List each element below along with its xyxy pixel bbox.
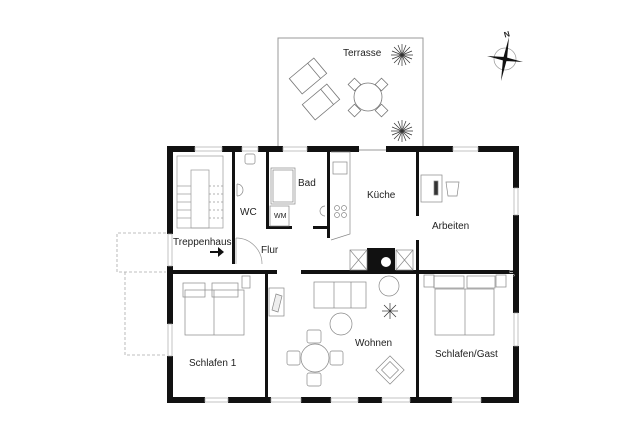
bathtub-icon — [270, 167, 296, 205]
staircase-icon — [176, 155, 224, 229]
watermark: www.grundriss.com — [509, 236, 515, 292]
plant-icon — [382, 303, 398, 319]
room-label-wohnen: Wohnen — [355, 338, 393, 349]
room-label-terrasse: Terrasse — [343, 48, 382, 59]
room-label-arbeiten: Arbeiten — [432, 221, 470, 232]
door-swing — [235, 237, 263, 265]
living-room-furniture — [268, 275, 405, 387]
room-label-schlafen1: Schlafen 1 — [189, 358, 237, 369]
double-bed-icon — [182, 275, 251, 336]
kitchen-cabinets — [349, 249, 414, 271]
windows — [167, 146, 519, 403]
room-label-wc: WC — [240, 207, 257, 218]
kitchen-counter-icon — [330, 151, 351, 241]
sink-icon — [319, 205, 326, 217]
desk-icon — [420, 174, 460, 203]
terrace-table-icon — [347, 77, 389, 118]
sun-lounger-icon — [288, 57, 341, 121]
plant-icon — [391, 44, 413, 142]
room-label-treppenhaus: Treppenhaus — [173, 237, 232, 248]
room-label-wm: WM — [274, 213, 287, 220]
room-label-schlafen-gast: Schlafen/Gast — [435, 349, 498, 360]
exterior-walls — [167, 146, 519, 403]
compass-icon — [487, 37, 523, 81]
double-bed-icon — [423, 274, 507, 336]
entrance-arrow-icon — [210, 247, 224, 257]
toilet-icon — [236, 153, 256, 197]
washing-machine-icon — [269, 205, 290, 227]
room-label-flur: Flur — [261, 245, 279, 256]
chimney-icon — [381, 257, 391, 267]
room-label-bad: Bad — [298, 178, 316, 189]
entrance-outline — [116, 232, 166, 356]
room-label-kueche: Küche — [367, 190, 396, 201]
interior-walls — [167, 146, 519, 403]
